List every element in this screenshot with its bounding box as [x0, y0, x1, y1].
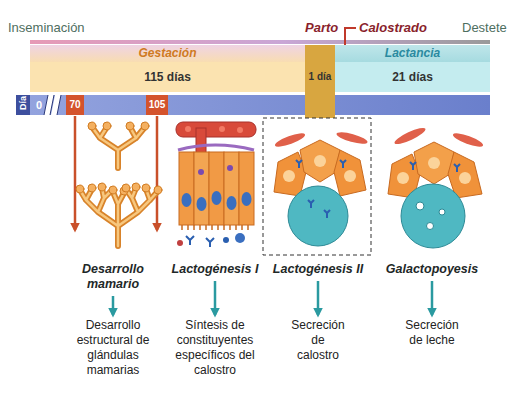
stage-description-text: Secreción de leche [404, 318, 460, 348]
stage-description: Secreción de leche [404, 318, 460, 348]
phase-band: Lactancia [335, 45, 490, 62]
duration-band: 21 días [335, 62, 490, 92]
flow-arrow [317, 281, 320, 315]
stage-description-text: Síntesis de constituyentes específicos d… [174, 318, 256, 378]
day-marker-text: 105 [146, 95, 168, 115]
stage-description: Síntesis de constituyentes específicos d… [174, 318, 256, 378]
stage-description-text: Secreción de calostro [290, 318, 346, 363]
stage-heading-text: Galactopoyesis [377, 262, 487, 277]
day-axis-text: Día [18, 96, 28, 110]
timeline-label: Inseminación [8, 20, 85, 35]
phase-band: Gestación [30, 45, 305, 62]
stage-description: Desarrollo estructural de glándulas mama… [63, 318, 163, 378]
duration-band-text: 1 día [305, 45, 335, 83]
phase-band-text: Lactancia [335, 45, 490, 62]
calostrado-bracket [345, 28, 356, 45]
stage-heading-text: Lactogénesis I [160, 262, 270, 277]
stage-heading: Desarrollo mamario [68, 262, 158, 292]
timeline-label: Calostrado [359, 20, 427, 35]
duration-band: 1 día [305, 45, 335, 118]
flow-arrow [214, 281, 217, 315]
mammary-gland [76, 183, 162, 246]
duration-band-text: 115 días [30, 62, 305, 92]
duration-band: 115 días [30, 62, 305, 92]
stage-heading-text: Desarrollo mamario [68, 262, 158, 292]
stage-description: Secreción de calostro [290, 318, 346, 363]
stage-heading: Lactogénesis II [263, 262, 373, 277]
flow-arrow [431, 281, 434, 315]
duration-band-text: 21 días [335, 62, 490, 92]
stage-heading-text: Lactogénesis II [263, 262, 373, 277]
day-arrow [74, 116, 77, 230]
timeline-label: Destete [462, 20, 507, 35]
day-arrow [156, 116, 159, 230]
day-marker: 105 [146, 95, 168, 115]
phase-band-text: Gestación [30, 45, 305, 62]
day-axis-text: 0 [36, 95, 42, 115]
day-axis: Día 0 70 105 [16, 95, 490, 115]
stage-heading: Lactogénesis I [160, 262, 270, 277]
stage-description-text: Desarrollo estructural de glándulas mama… [63, 318, 163, 378]
dashed-frame [263, 118, 371, 255]
day-marker: 70 [66, 95, 84, 115]
alveolus [274, 130, 369, 246]
timeline-label: Parto [305, 20, 338, 35]
alveolus [388, 125, 484, 248]
mammary-gland [88, 122, 149, 168]
stage-heading: Galactopoyesis [377, 262, 487, 277]
epithelial-cells [176, 122, 256, 247]
flow-arrow [112, 296, 115, 315]
day-marker-text: 70 [66, 95, 84, 115]
timeline-stripe [30, 40, 490, 44]
